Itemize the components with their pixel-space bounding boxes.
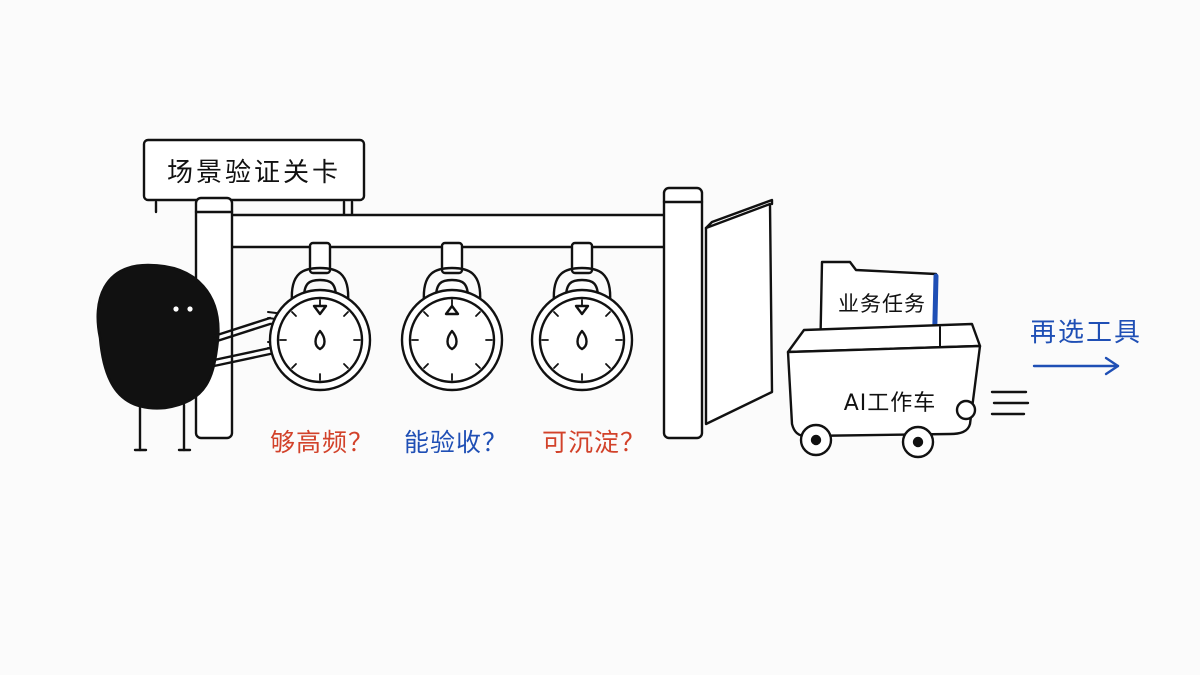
ai-cart bbox=[786, 260, 1030, 459]
folder-label: 业务任务 bbox=[838, 292, 926, 316]
combination-lock-2 bbox=[400, 241, 504, 392]
combination-lock-3 bbox=[530, 241, 634, 392]
sign-board bbox=[142, 138, 366, 220]
cart-label: AI工作车 bbox=[843, 391, 937, 416]
check-label-frequency: 够高频？ bbox=[270, 428, 375, 457]
check-label-acceptance: 能验收？ bbox=[404, 428, 509, 457]
combination-lock-1 bbox=[268, 241, 372, 392]
sign-title: 场景验证关卡 bbox=[166, 158, 341, 188]
gate-door bbox=[704, 198, 774, 426]
check-label-reusable: 可沉淀？ bbox=[542, 428, 647, 457]
right-arrow-icon bbox=[1032, 356, 1120, 376]
creature bbox=[96, 263, 285, 452]
next-step-label: 再选工具 bbox=[1030, 318, 1143, 348]
